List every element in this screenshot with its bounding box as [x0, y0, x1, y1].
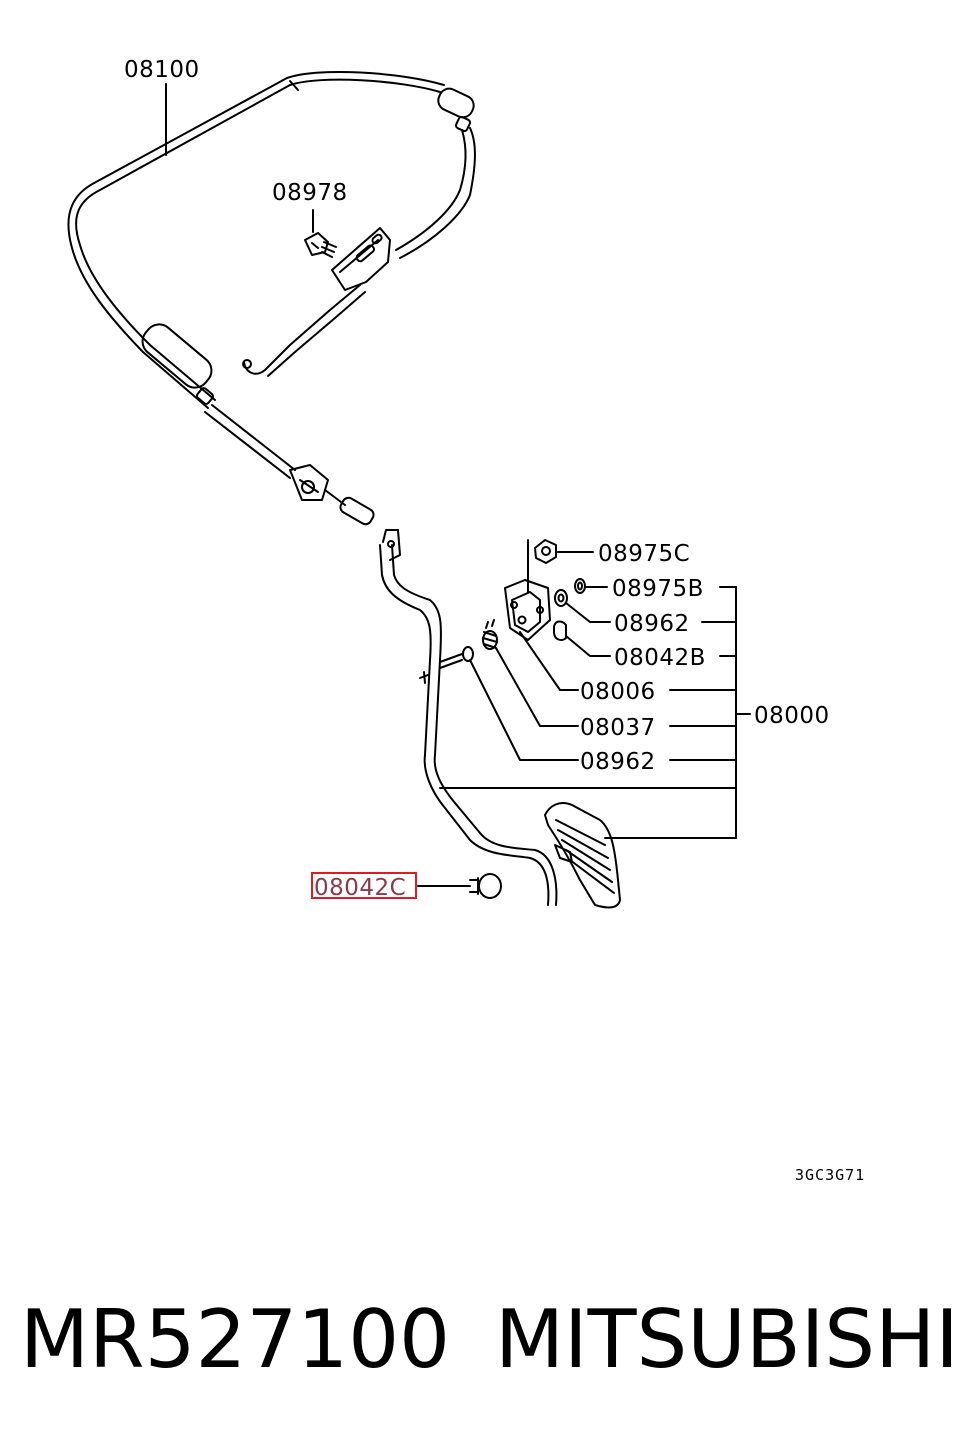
spring-08037	[482, 619, 498, 650]
callout-08975C[interactable]: 08975C	[598, 541, 690, 567]
cable-end-fitting	[289, 464, 375, 526]
callout-08000[interactable]: 08000	[754, 703, 830, 729]
washer-08975B	[574, 578, 586, 594]
callout-08962-upper[interactable]: 08962	[614, 611, 690, 637]
callout-08100[interactable]: 08100	[124, 57, 200, 83]
nut-08975C	[534, 539, 557, 564]
accelerator-cable	[67, 70, 476, 526]
cable-bracket	[304, 209, 391, 291]
callout-08978[interactable]: 08978	[272, 180, 348, 206]
callout-08042C[interactable]: 08042C	[314, 875, 406, 901]
callout-08042B[interactable]: 08042B	[614, 645, 706, 671]
stopper-08042C	[469, 873, 502, 899]
washer-08962-lower	[439, 646, 474, 669]
callout-08975B[interactable]: 08975B	[612, 576, 704, 602]
bolt-08978	[304, 232, 337, 258]
highlight-box	[311, 872, 417, 899]
pivot-bracket	[439, 539, 586, 669]
bushing-08042B	[553, 620, 567, 641]
pedal-pad	[544, 802, 621, 909]
part-number: MR527100	[20, 1293, 450, 1386]
callout-08962-lower[interactable]: 08962	[580, 749, 656, 775]
cable-grommet-lower	[141, 323, 214, 405]
drawing-code: 3GC3G71	[795, 1166, 865, 1184]
callout-08006[interactable]: 08006	[580, 679, 656, 705]
cable-grommet-upper	[437, 87, 475, 132]
pedal-arm	[379, 529, 558, 906]
leader-lines	[165, 83, 751, 887]
footer: MR527100 MITSUBISHI	[0, 1290, 960, 1390]
callout-08037[interactable]: 08037	[580, 715, 656, 741]
brand-name: MITSUBISHI	[495, 1293, 959, 1386]
washer-08962-upper	[554, 589, 568, 607]
